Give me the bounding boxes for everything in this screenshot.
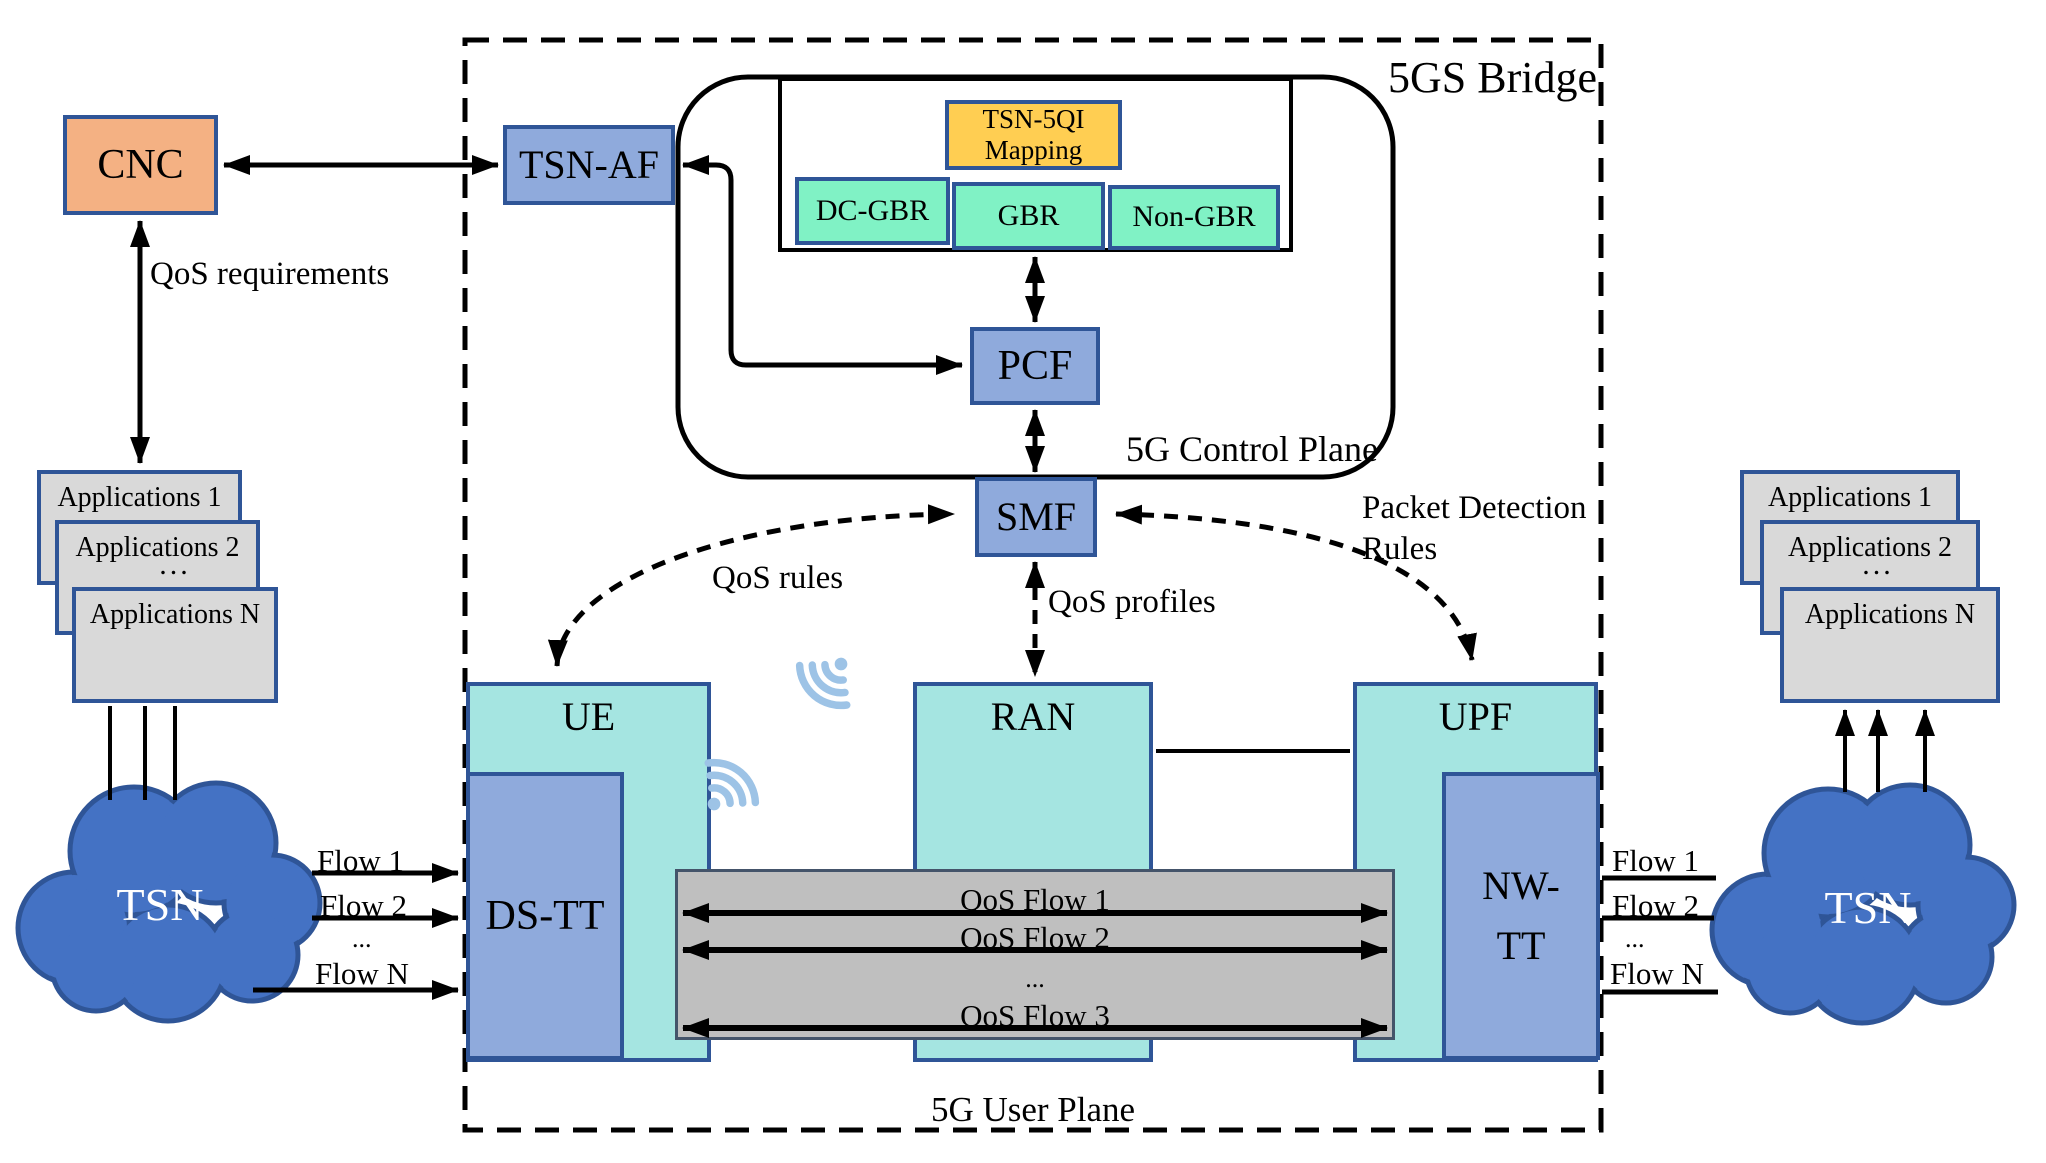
qos-flows-box: QoS Flow 1 QoS Flow 2 ... QoS Flow 3 [675,869,1395,1040]
tsn-right-label: TSN [1824,882,1912,933]
applications-right-1-label: Applications 1 [1767,482,1933,513]
tsn-5qi-line1: TSN-5QI [982,103,1085,134]
applications-right-n: Applications N [1780,587,2000,703]
pcf-label: PCF [997,342,1073,389]
tsn-left-label: TSN [116,879,204,930]
applications-left-1-label: Applications 1 [57,482,222,513]
applications-left-2-label: Applications 2 [75,532,240,563]
flow1-right-label: Flow 1 [1612,843,1699,878]
ds-tt-node: DS-TT [466,772,624,1060]
cnc-node: CNC [63,115,218,215]
applications-left-n: Applications N [72,587,278,703]
cnc-label: CNC [97,141,184,188]
user-plane-region-label: 5G User Plane [930,1090,1136,1129]
flow2-right-label: Flow 2 [1612,888,1699,923]
qos-requirements-label: QoS requirements [150,256,390,292]
bridge-region-label: 5GS Bridge [1388,53,1597,102]
applications-right-ellipsis: ... [1862,548,1894,581]
qos-flow-3-label: QoS Flow 3 [960,998,1110,1033]
applications-right-n-label: Applications N [1804,599,1976,630]
applications-left-ellipsis: ... [159,548,191,581]
qos-flow-2-label: QoS Flow 2 [960,920,1110,955]
nw-tt-line1: NW- [1482,863,1560,908]
gbr-node: GBR [952,182,1105,250]
flow-ellipsis-right: ... [1625,924,1645,953]
flow1-left-label: Flow 1 [317,843,404,878]
wifi-icon [795,657,851,710]
applications-right-2-label: Applications 2 [1787,532,1953,563]
nw-tt-line2: TT [1496,923,1546,968]
dc-gbr-label: DC-GBR [815,193,930,227]
tsn-af-label: TSN-AF [518,142,660,187]
flowN-left-label: Flow N [315,956,409,991]
upf-label: UPF [1438,694,1513,739]
applications-left-n-label: Applications N [89,599,261,630]
smf-label: SMF [995,494,1077,539]
control-plane-region-label: 5G Control Plane [1126,429,1378,469]
flow-ellipsis-left: ... [352,924,372,953]
flow2-left-label: Flow 2 [320,888,407,923]
flowN-right-label: Flow N [1610,956,1704,991]
qos-flow-1-label: QoS Flow 1 [960,882,1110,917]
tsn-af-node: TSN-AF [503,125,675,205]
non-gbr-label: Non-GBR [1132,200,1256,234]
non-gbr-node: Non-GBR [1108,185,1280,250]
ran-label: RAN [990,694,1076,739]
qos-profiles-label: QoS profiles [1048,584,1216,620]
smf-node: SMF [975,477,1097,557]
qos-flow-ellipsis: ... [1025,964,1045,993]
packet-detection-rules-label: Packet Detection Rules [1362,488,1587,571]
packet-detection-line1: Packet Detection [1362,490,1587,526]
ue-label: UE [561,694,616,739]
dc-gbr-node: DC-GBR [795,177,950,245]
ds-tt-label: DS-TT [485,892,605,939]
pcf-node: PCF [970,327,1100,405]
qos-rules-label: QoS rules [712,560,844,596]
nw-tt-node: NW- TT [1442,772,1600,1060]
tsn-5qi-mapping-node: TSN-5QI Mapping [945,100,1122,170]
tsn-5qi-line2: Mapping [984,135,1083,165]
packet-detection-line2: Rules [1362,531,1438,568]
gbr-label: GBR [997,198,1060,232]
